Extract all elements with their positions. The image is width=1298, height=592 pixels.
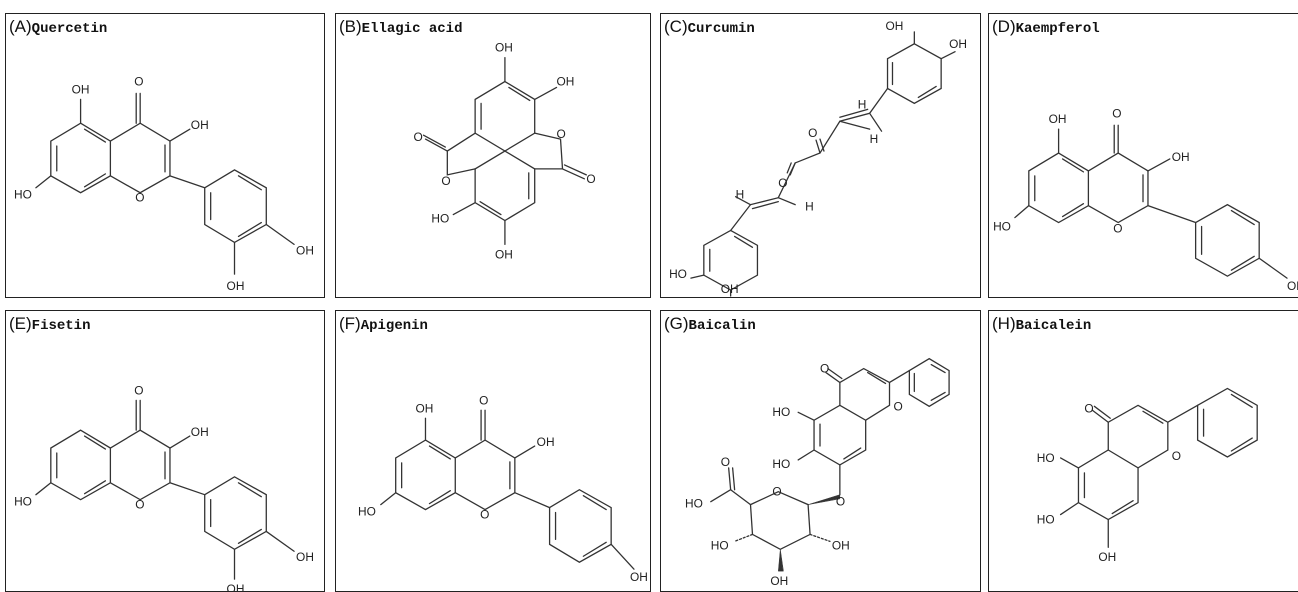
svg-text:HO: HO: [772, 457, 790, 471]
svg-text:O: O: [480, 508, 489, 522]
svg-text:OH: OH: [770, 574, 788, 588]
svg-text:O: O: [134, 74, 143, 88]
svg-text:HO: HO: [14, 188, 32, 202]
svg-text:O: O: [893, 399, 902, 413]
svg-text:OH: OH: [630, 570, 648, 584]
svg-text:O: O: [134, 383, 143, 397]
svg-text:OH: OH: [191, 118, 209, 132]
svg-text:O: O: [557, 127, 566, 141]
panel-label: (C)Curcumin: [664, 17, 755, 37]
svg-text:O: O: [135, 498, 144, 512]
apigenin-structure: OH O OH HO O OH: [358, 393, 648, 584]
svg-text:H: H: [858, 97, 867, 111]
svg-text:OH: OH: [227, 582, 245, 592]
baicalein-structure: O O HO HO OH: [1037, 387, 1258, 564]
svg-text:OH: OH: [227, 279, 245, 293]
svg-text:OH: OH: [191, 425, 209, 439]
svg-text:O: O: [1113, 221, 1122, 235]
svg-text:OH: OH: [886, 19, 904, 33]
svg-text:OH: OH: [495, 41, 513, 55]
ellagic-acid-structure: OH OH O O O O HO OH: [414, 41, 596, 262]
panel-label: (H)Baicalein: [992, 314, 1092, 334]
svg-text:OH: OH: [1098, 550, 1116, 564]
svg-text:HO: HO: [1037, 512, 1055, 526]
panel-label: (A)Quercetin: [9, 17, 108, 37]
panel-label: (B)Ellagic acid: [339, 17, 463, 37]
svg-text:OH: OH: [721, 282, 739, 296]
svg-text:OH: OH: [296, 243, 314, 257]
svg-text:HO: HO: [711, 538, 729, 552]
svg-text:OH: OH: [72, 82, 90, 96]
svg-text:O: O: [1172, 449, 1181, 463]
panel-baicalin: (G)Baicalin O O O HO HO O O HO HO OH O: [660, 310, 981, 592]
panel-label: (G)Baicalin: [664, 314, 756, 334]
svg-text:H: H: [870, 132, 879, 146]
svg-text:HO: HO: [669, 267, 687, 281]
panel-label: (E)Fisetin: [9, 314, 91, 334]
svg-text:HO: HO: [772, 405, 790, 419]
svg-text:O: O: [441, 174, 450, 188]
svg-text:O: O: [820, 362, 829, 376]
panel-quercetin: (A)Quercetin OH O OH HO O OH OH: [5, 13, 325, 298]
svg-text:HO: HO: [14, 495, 32, 509]
panel-curcumin: (C)Curcumin OH OH H H O O H H HO OH: [660, 13, 981, 298]
svg-text:OH: OH: [1287, 279, 1298, 293]
svg-text:O: O: [721, 455, 730, 469]
curcumin-structure: OH OH H H O O H H HO OH: [669, 19, 967, 297]
svg-text:O: O: [1084, 401, 1093, 415]
svg-text:O: O: [778, 176, 787, 190]
svg-text:H: H: [805, 200, 814, 214]
svg-text:O: O: [586, 172, 595, 186]
svg-text:OH: OH: [495, 247, 513, 261]
kaempferol-structure: OH O OH HO O OH: [993, 106, 1298, 293]
svg-text:OH: OH: [1049, 112, 1067, 126]
svg-text:OH: OH: [416, 401, 434, 415]
svg-text:O: O: [836, 495, 845, 509]
svg-text:H: H: [736, 188, 745, 202]
svg-text:O: O: [135, 191, 144, 205]
svg-text:HO: HO: [358, 505, 376, 519]
svg-text:HO: HO: [993, 219, 1011, 233]
svg-text:HO: HO: [685, 497, 703, 511]
svg-text:O: O: [808, 126, 817, 140]
svg-text:HO: HO: [431, 212, 449, 226]
svg-text:OH: OH: [832, 538, 850, 552]
panel-baicalein: (H)Baicalein O O HO HO OH: [988, 310, 1298, 592]
svg-text:O: O: [414, 130, 423, 144]
svg-text:OH: OH: [537, 435, 555, 449]
svg-text:O: O: [772, 485, 781, 499]
panel-apigenin: (F)Apigenin OH O OH HO O OH: [335, 310, 651, 592]
panel-fisetin: (E)Fisetin O OH HO O OH OH: [5, 310, 325, 592]
panel-kaempferol: (D)Kaempferol OH O OH HO O OH: [988, 13, 1298, 298]
svg-text:HO: HO: [1037, 451, 1055, 465]
fisetin-structure: O OH HO O OH OH: [14, 383, 314, 592]
svg-text:OH: OH: [1172, 150, 1190, 164]
svg-text:OH: OH: [557, 74, 575, 88]
baicalin-structure: O O O HO HO O O HO HO OH OH: [685, 357, 950, 588]
quercetin-structure: OH O OH HO O OH OH: [14, 74, 314, 293]
panel-label: (D)Kaempferol: [992, 17, 1100, 37]
panel-ellagic-acid: (B)Ellagic acid OH OH O O O O HO OH: [335, 13, 651, 298]
svg-text:OH: OH: [949, 37, 967, 51]
svg-text:OH: OH: [296, 550, 314, 564]
panel-label: (F)Apigenin: [339, 314, 428, 334]
svg-text:O: O: [479, 393, 488, 407]
svg-text:O: O: [1112, 106, 1121, 120]
